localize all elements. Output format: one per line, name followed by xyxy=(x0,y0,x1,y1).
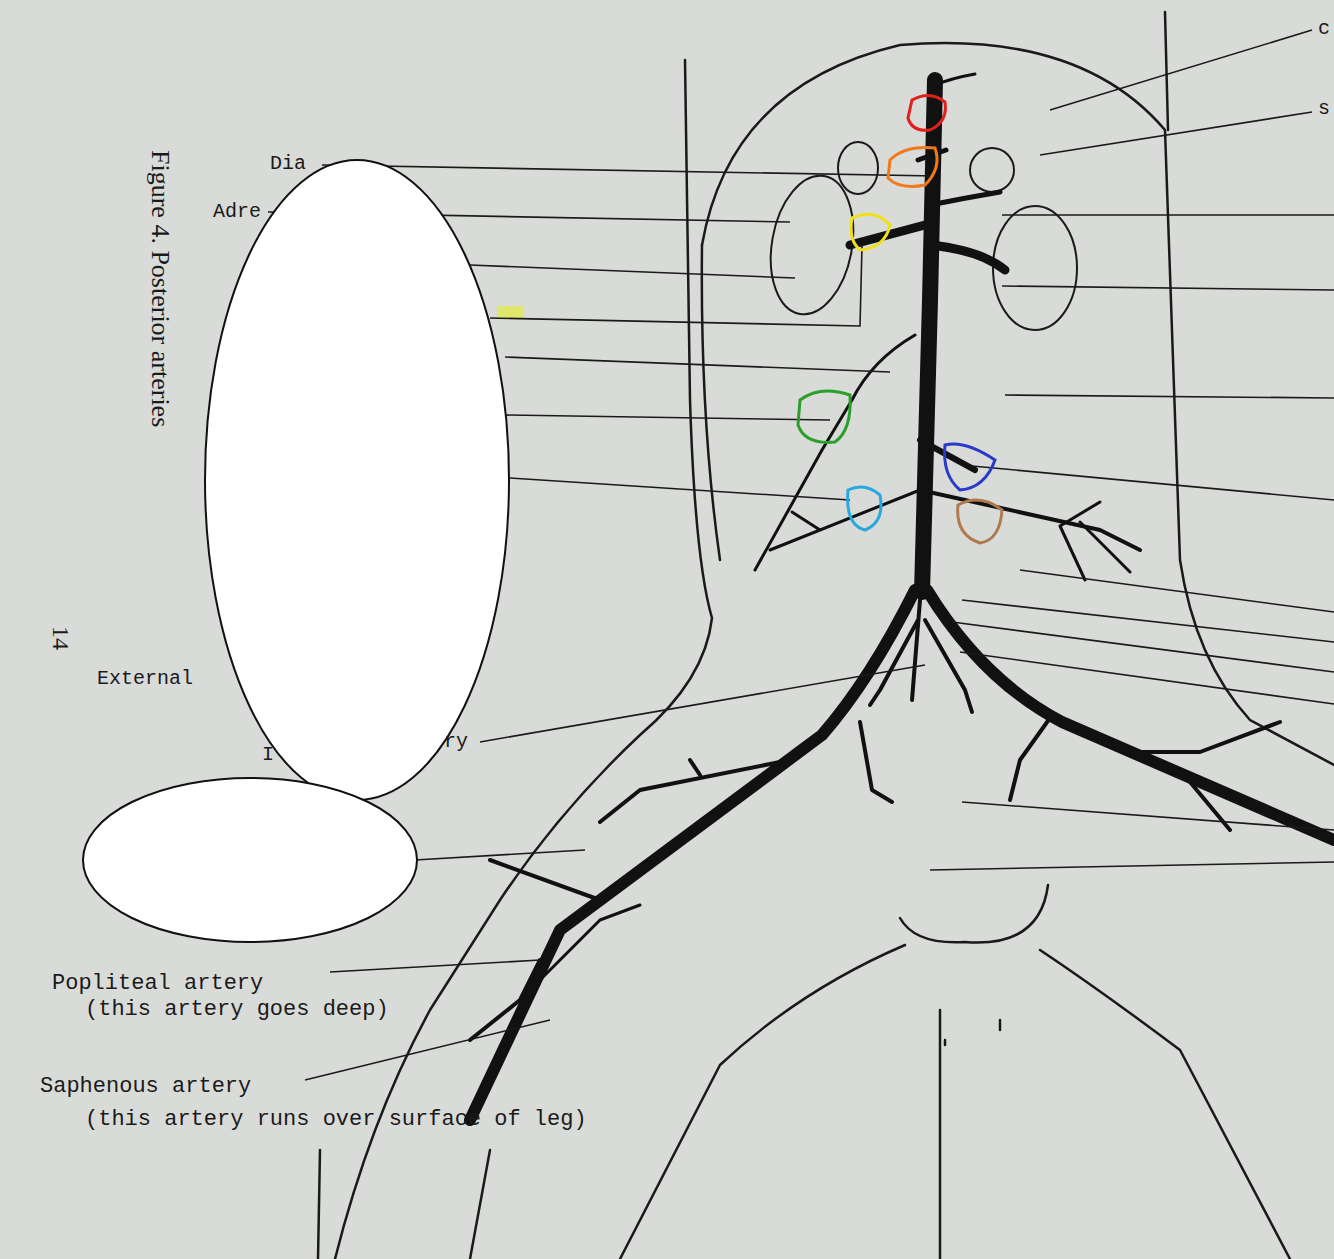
organ-outline xyxy=(760,142,1077,330)
note-label: (this artery goes deep) xyxy=(85,998,389,1022)
note-label: (this artery runs over surface of leg) xyxy=(85,1108,587,1132)
artery-tree xyxy=(470,74,1334,1120)
cut-label: c xyxy=(1318,18,1330,40)
marker-circle xyxy=(798,95,1002,543)
part-label: I xyxy=(262,744,274,766)
part-label: Saphenous artery xyxy=(40,1075,251,1099)
cut-label: s xyxy=(1318,98,1330,120)
part-label: ry xyxy=(444,731,468,753)
page-number: 14 xyxy=(48,626,74,650)
part-label: Popliteal artery xyxy=(52,972,263,996)
part-label: Dia xyxy=(270,153,306,175)
part-label: Adre xyxy=(213,201,261,223)
highlight-mark xyxy=(497,306,523,318)
part-label: External xyxy=(97,668,193,690)
figure-caption: Figure 4. Posterior arteries xyxy=(145,150,174,427)
